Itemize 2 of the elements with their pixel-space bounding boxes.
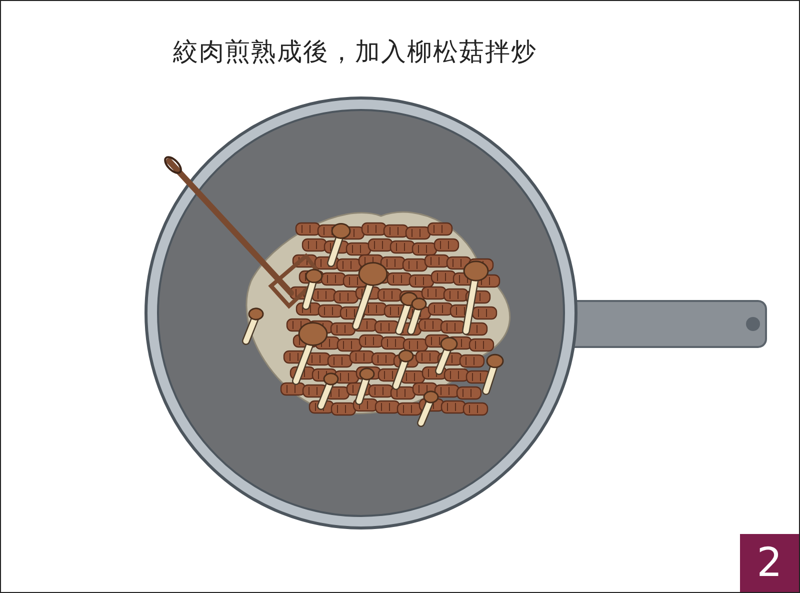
step-number-badge: 2 [740, 534, 799, 592]
step-title: 絞肉煎熟成後，加入柳松菇拌炒 [173, 36, 537, 68]
